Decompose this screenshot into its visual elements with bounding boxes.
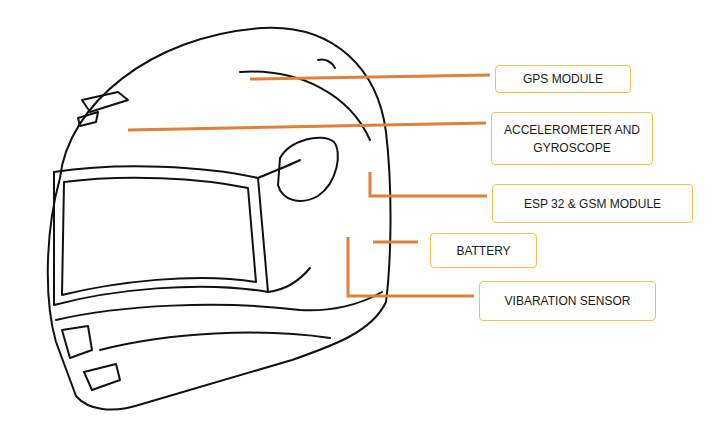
callout-box: GPS MODULE (495, 65, 631, 93)
vent (82, 92, 128, 112)
vent (78, 112, 98, 126)
callout-label: VIBARATION SENSOR (505, 292, 631, 310)
visor (54, 166, 268, 305)
chin-vent (84, 364, 120, 390)
callout-box: BATTERY (430, 233, 537, 268)
shell-line (56, 292, 382, 320)
callout-box: ESP 32 & GSM MODULE (492, 184, 693, 223)
callout-box: VIBARATION SENSOR (479, 281, 656, 321)
leader-line (370, 172, 487, 196)
visor-edge (268, 268, 310, 292)
shell-line (240, 72, 370, 140)
visor-inner (62, 178, 256, 295)
callout-label: BATTERY (456, 242, 510, 260)
callout-box: ACCELEROMETER AND GYROSCOPE (491, 112, 653, 165)
chin-vent (62, 326, 92, 358)
visor-pivot (278, 138, 338, 201)
callout-label: ESP 32 & GSM MODULE (524, 195, 661, 213)
callout-label: ACCELEROMETER AND GYROSCOPE (498, 121, 646, 157)
leader-line (128, 123, 486, 130)
helmet-shell (48, 28, 391, 410)
leader-line (373, 241, 418, 244)
shell-line (318, 59, 335, 68)
leader-line (250, 75, 490, 79)
shell-line (100, 333, 330, 350)
callout-label: GPS MODULE (523, 70, 603, 88)
